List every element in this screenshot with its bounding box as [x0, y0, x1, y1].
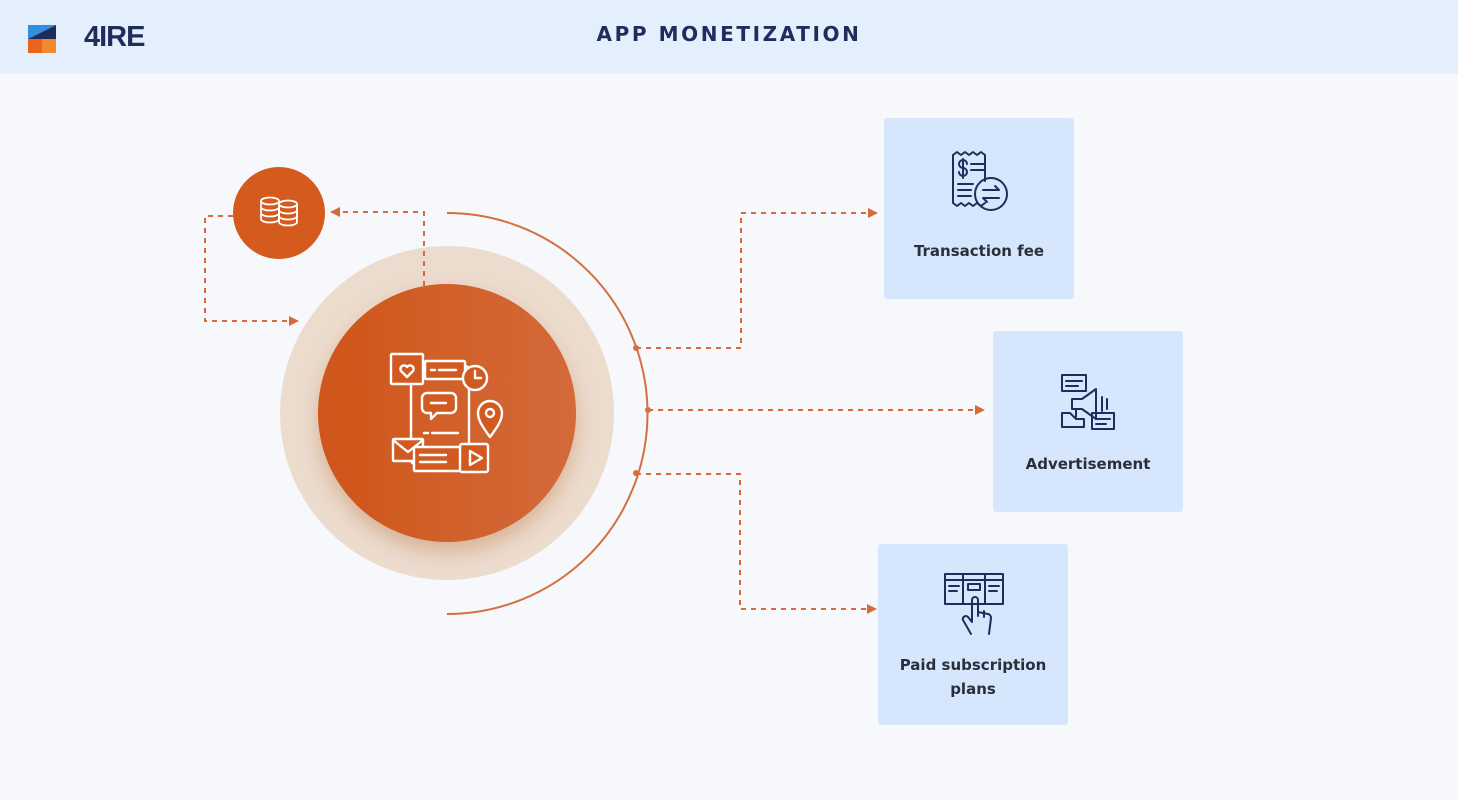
- connector-paid-subscription: [636, 473, 877, 614]
- card-icon-wrap: [884, 150, 1074, 214]
- card-icon-wrap: [993, 369, 1183, 433]
- card-label-paid-subscription: Paid subscription plans: [899, 656, 1047, 698]
- coins-stack-icon: [260, 196, 298, 227]
- card-label-advertisement: Advertisement: [1025, 455, 1151, 473]
- orbit-arc: [446, 212, 649, 615]
- megaphone-ad-icon: [1061, 374, 1115, 430]
- card-paid-subscription-plans[interactable]: Paid subscription plans: [878, 544, 1068, 725]
- card-transaction-fee[interactable]: Transaction fee: [884, 118, 1074, 299]
- connector-to-coins: [330, 207, 425, 316]
- logo-mark-icon: [28, 25, 56, 53]
- mobile-app-icon: [389, 352, 504, 474]
- connector-transaction-fee: [636, 208, 878, 349]
- card-advertisement[interactable]: Advertisement: [993, 331, 1183, 512]
- logo-text: 4IRE: [84, 21, 145, 53]
- card-icon-wrap: [878, 572, 1068, 636]
- subscription-plan-icon: [944, 573, 1004, 635]
- header-bar: 4IRE APP MONETIZATION: [0, 0, 1458, 74]
- brand-logo[interactable]: 4IRE: [26, 19, 145, 55]
- receipt-exchange-icon: [952, 151, 1008, 211]
- card-label-transaction-fee: Transaction fee: [913, 242, 1045, 260]
- connector-from-coins: [204, 215, 299, 326]
- page-title: APP MONETIZATION: [596, 22, 862, 46]
